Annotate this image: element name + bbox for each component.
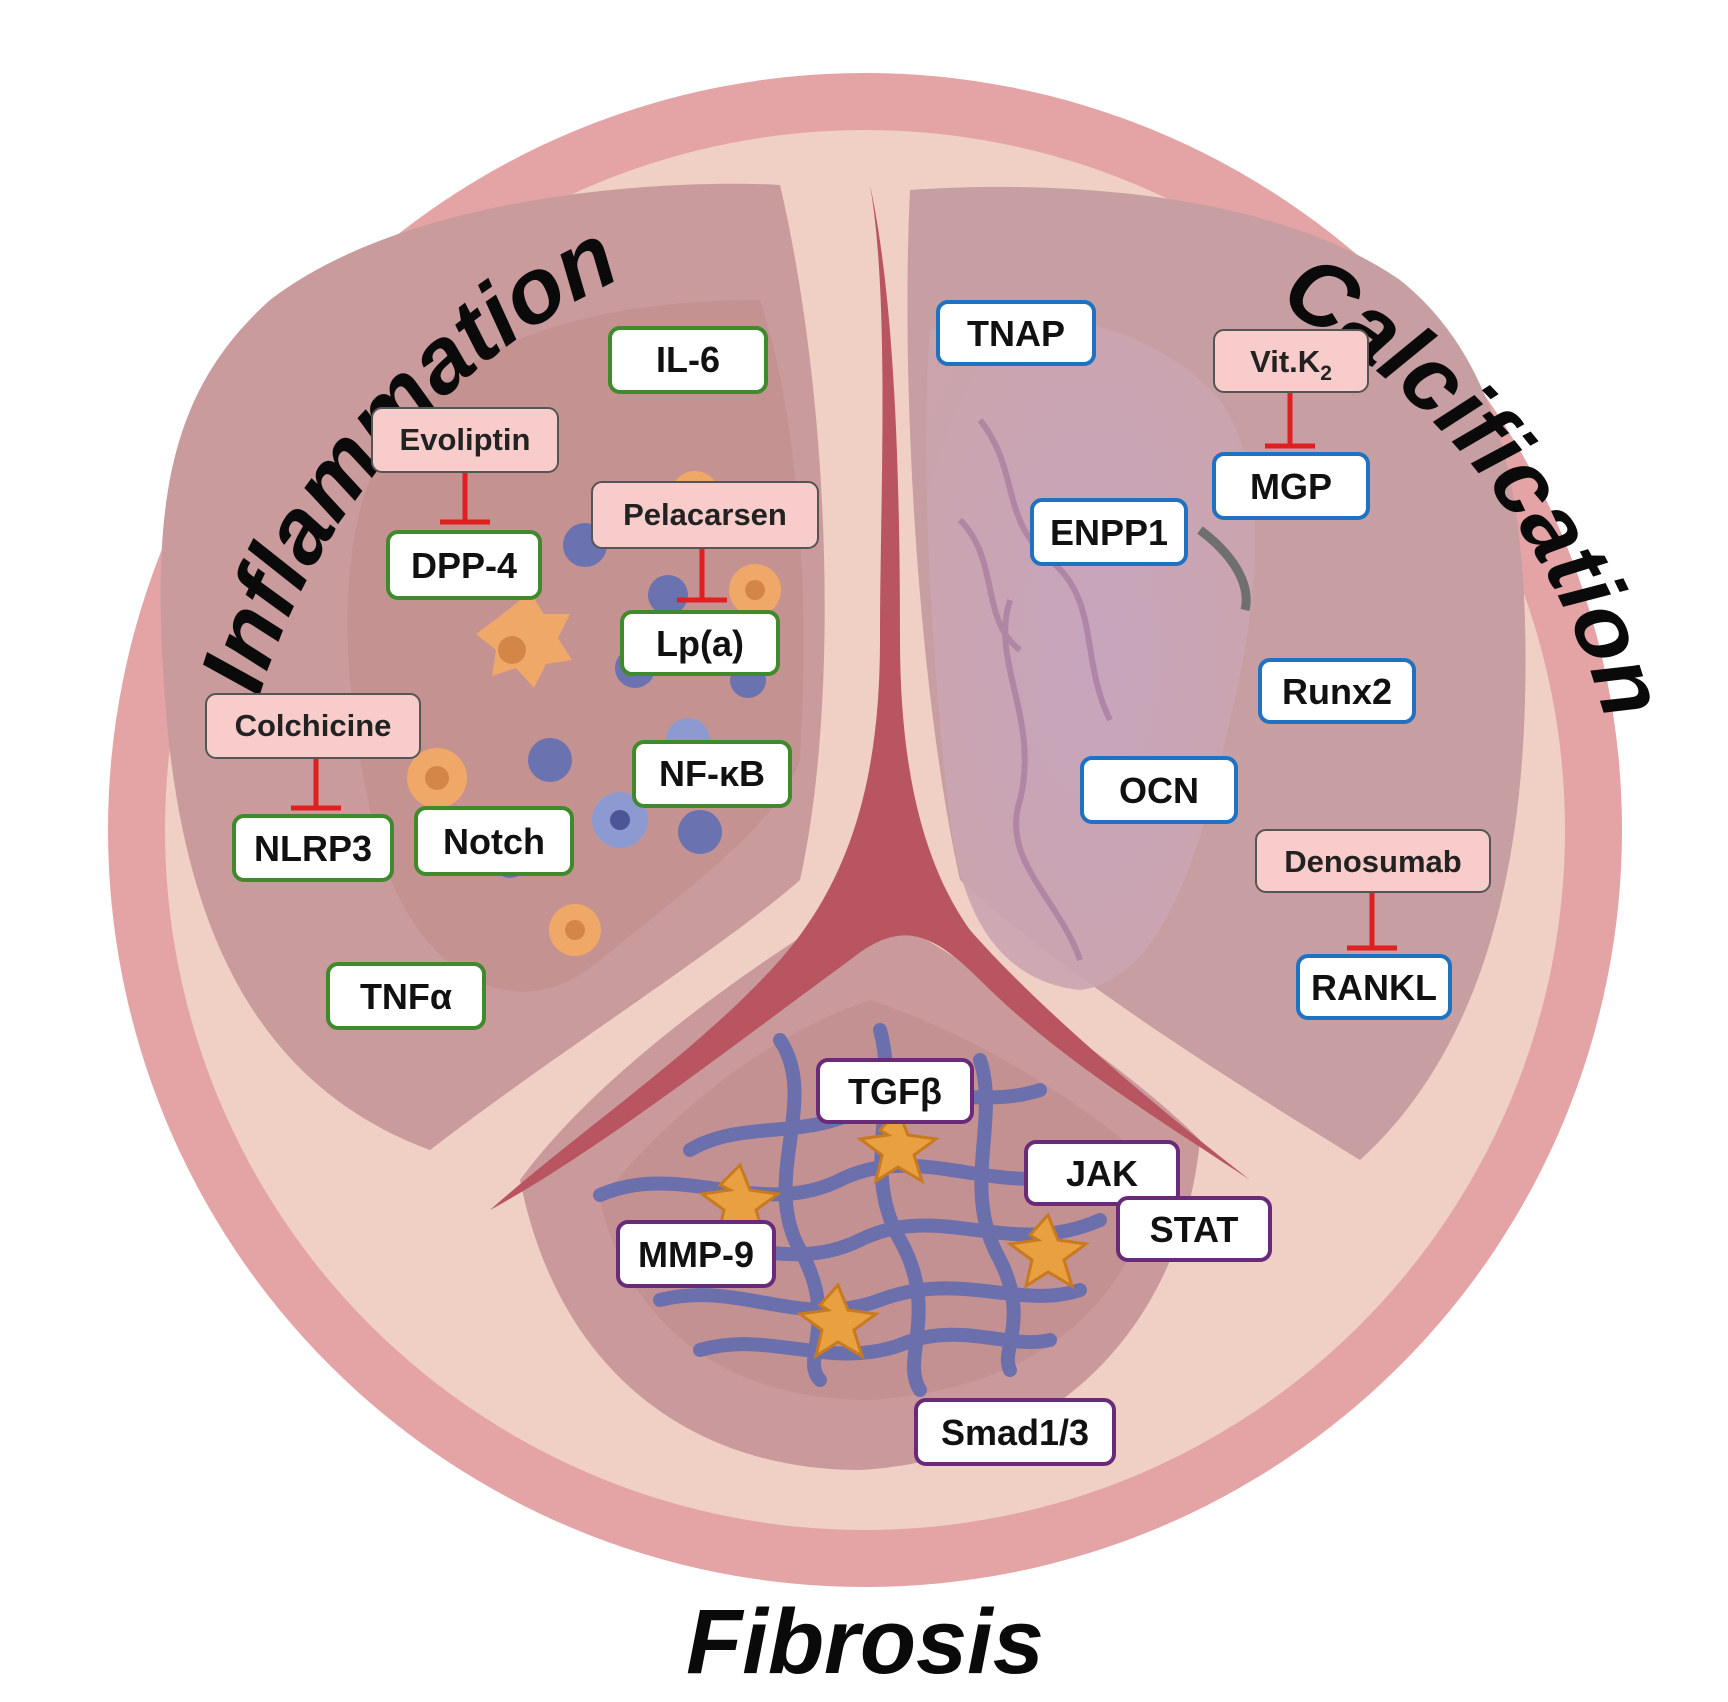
svg-text:Colchicine: Colchicine: [235, 708, 392, 743]
calcified-arc: [1197, 526, 1251, 612]
svg-text:TNAP: TNAP: [967, 313, 1065, 354]
svg-text:ENPP1: ENPP1: [1050, 512, 1168, 553]
marker-lpa: Lp(a): [620, 610, 780, 676]
marker-smad13: Smad1/3: [914, 1398, 1116, 1466]
marker-tnfa: TNFα: [326, 962, 486, 1030]
svg-text:Denosumab: Denosumab: [1284, 844, 1461, 879]
svg-text:MMP-9: MMP-9: [638, 1234, 754, 1275]
marker-mmp9: MMP-9: [616, 1220, 776, 1288]
marker-runx2: Runx2: [1258, 658, 1416, 724]
svg-text:RANKL: RANKL: [1311, 967, 1437, 1008]
marker-nlrp3: NLRP3: [232, 814, 394, 882]
marker-jak: JAK: [1024, 1140, 1180, 1206]
drug-pelacarsen: Pelacarsen: [591, 481, 819, 549]
svg-text:IL-6: IL-6: [656, 339, 720, 380]
svg-text:Lp(a): Lp(a): [656, 623, 744, 664]
svg-text:JAK: JAK: [1066, 1153, 1138, 1194]
svg-text:Runx2: Runx2: [1282, 671, 1392, 712]
svg-text:OCN: OCN: [1119, 770, 1199, 811]
svg-text:Vit.K2: Vit.K2: [1250, 344, 1332, 385]
marker-ocn: OCN: [1080, 756, 1238, 824]
svg-text:STAT: STAT: [1150, 1209, 1239, 1250]
marker-mgp: MGP: [1212, 452, 1370, 520]
inhibition-lines: [291, 392, 1397, 951]
svg-text:NF-κB: NF-κB: [659, 753, 765, 794]
calcification-markers: TNAP MGP ENPP1 Runx2 OCN RANKL: [936, 300, 1452, 1020]
drug-denosumab: Denosumab: [1255, 829, 1491, 893]
fibrosis-markers: TGFβ JAK STAT MMP-9 Smad1/3: [616, 1058, 1272, 1466]
svg-text:Notch: Notch: [443, 821, 545, 862]
svg-text:NLRP3: NLRP3: [254, 828, 372, 869]
marker-tnap: TNAP: [936, 300, 1096, 366]
marker-dpp4: DPP-4: [386, 530, 542, 600]
marker-il6: IL-6: [608, 326, 768, 394]
svg-text:Evoliptin: Evoliptin: [400, 422, 531, 457]
drug-colchicine: Colchicine: [205, 693, 421, 759]
label-fibrosis: Fibrosis: [686, 1591, 1044, 1693]
marker-notch: Notch: [414, 806, 574, 876]
drug-evoliptin: Evoliptin: [371, 407, 559, 473]
svg-text:Smad1/3: Smad1/3: [941, 1412, 1089, 1453]
marker-nfkb: NF-κB: [632, 740, 792, 808]
svg-text:TNFα: TNFα: [360, 976, 452, 1017]
marker-enpp1: ENPP1: [1030, 498, 1188, 566]
drug-vitk2: Vit.K2: [1213, 329, 1369, 393]
svg-text:MGP: MGP: [1250, 466, 1332, 507]
svg-text:Pelacarsen: Pelacarsen: [623, 497, 787, 532]
drug-boxes: Evoliptin Pelacarsen Colchicine Vit.K2 D…: [205, 329, 1491, 893]
inflammation-markers: IL-6 DPP-4 Lp(a) NLRP3 Notch NF-κB TNFα: [232, 326, 792, 1030]
marker-rankl: RANKL: [1296, 954, 1452, 1020]
marker-stat: STAT: [1116, 1196, 1272, 1262]
marker-tgfb: TGFβ: [816, 1058, 974, 1124]
svg-text:TGFβ: TGFβ: [848, 1071, 942, 1112]
svg-text:DPP-4: DPP-4: [411, 545, 517, 586]
